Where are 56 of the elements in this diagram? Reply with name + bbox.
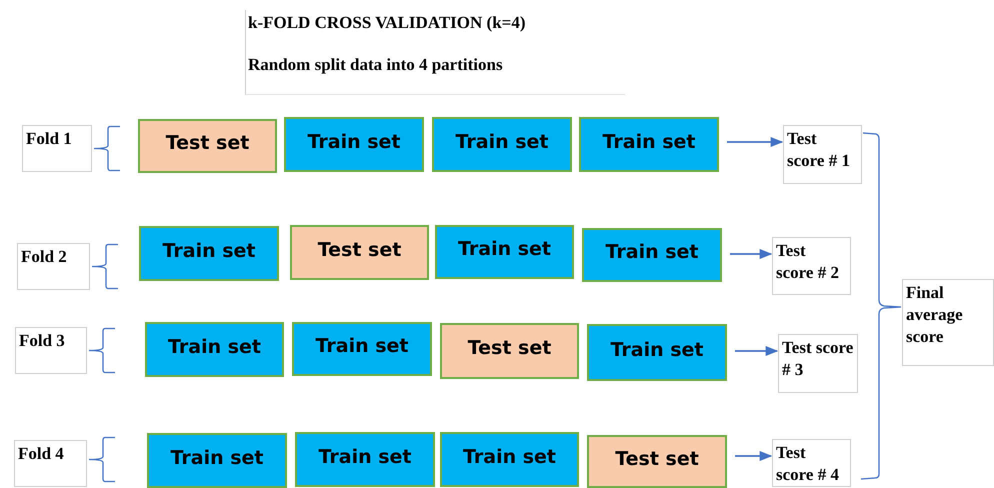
set-label: Train set [308, 130, 400, 152]
box-label: Test score # 2 [776, 240, 840, 284]
train-set-box [440, 432, 579, 487]
set-label: Test set [318, 238, 402, 260]
set-label: Test set [615, 448, 699, 470]
arrow [735, 346, 778, 356]
train-set-box [139, 226, 279, 281]
train-set-box [587, 324, 727, 381]
score-box [778, 334, 858, 393]
subtitle: Random split data into 4 partitions [248, 55, 503, 75]
arrow [735, 450, 772, 462]
train-set-box [579, 117, 719, 172]
box-label: Final average score [906, 282, 964, 348]
set-label: Train set [316, 335, 408, 357]
train-set-box [145, 322, 284, 377]
test-set-box [440, 323, 579, 379]
set-label: Train set [162, 240, 256, 262]
score-box [783, 125, 862, 184]
final-score-box [902, 279, 994, 366]
arrow [730, 248, 772, 260]
set-label: Train set [463, 446, 556, 468]
set-label: Train set [170, 446, 264, 468]
box-label: Test score # 4 [776, 442, 840, 486]
test-set-box [290, 225, 429, 280]
set-label: Train set [602, 130, 696, 152]
train-set-box [582, 228, 722, 282]
train-set-box [147, 433, 287, 488]
set-label: Train set [318, 446, 412, 468]
arrow [727, 136, 784, 148]
set-label: Test set [166, 132, 250, 154]
fold-label-box [14, 440, 87, 487]
box-label: Fold 3 [19, 330, 66, 352]
set-label: Train set [610, 338, 704, 360]
train-set-box [292, 322, 432, 376]
box-label: Test score # 1 [787, 128, 851, 172]
test-set-box [587, 435, 727, 488]
train-set-box [432, 117, 572, 172]
test-set-box [138, 119, 277, 173]
box-label: Fold 1 [26, 128, 73, 150]
title: k-FOLD CROSS VALIDATION (k=4) [248, 13, 526, 33]
box-label: Fold 2 [21, 246, 68, 268]
train-set-box [284, 117, 424, 172]
set-label: Test set [468, 337, 552, 359]
set-label: Train set [456, 130, 548, 152]
fold-label-box [17, 243, 90, 290]
box-label: Test score # 3 [782, 337, 854, 381]
train-set-box [435, 225, 574, 279]
score-box [772, 237, 851, 295]
score-box [772, 439, 851, 487]
fold-label-box [15, 327, 87, 374]
train-set-box [295, 432, 435, 487]
box-label: Fold 4 [18, 443, 65, 465]
set-label: Train set [458, 238, 551, 260]
fold-label-box [22, 125, 92, 172]
set-label: Train set [606, 241, 698, 263]
set-label: Train set [168, 336, 261, 358]
